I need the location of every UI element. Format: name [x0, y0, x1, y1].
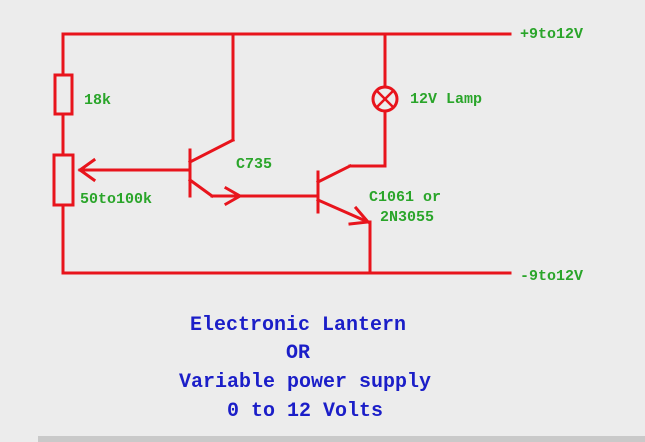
resistor-18k	[53, 32, 74, 157]
lamp-label: 12V Lamp	[410, 91, 482, 108]
caption-line-1: Electronic Lantern	[190, 314, 406, 337]
potentiometer	[52, 153, 192, 275]
resistor-label: 18k	[84, 92, 111, 109]
driver-transistor-label: C735	[236, 156, 272, 173]
caption-line-3: Variable power supply	[179, 371, 431, 394]
caption-line-2: OR	[286, 342, 310, 365]
supply-positive-label: +9to12V	[520, 26, 583, 43]
potentiometer-label: 50to100k	[80, 191, 152, 208]
supply-negative-label: -9to12V	[520, 268, 583, 285]
bottom-scrollbar[interactable]	[38, 436, 645, 442]
power-transistor-label-line2: 2N3055	[380, 209, 434, 226]
lamp-12v	[371, 32, 399, 168]
caption-line-4: 0 to 12 Volts	[227, 400, 383, 423]
transistor-power	[315, 163, 387, 275]
transistor-c735	[187, 32, 320, 207]
power-transistor-label-line1: C1061 or	[369, 189, 441, 206]
